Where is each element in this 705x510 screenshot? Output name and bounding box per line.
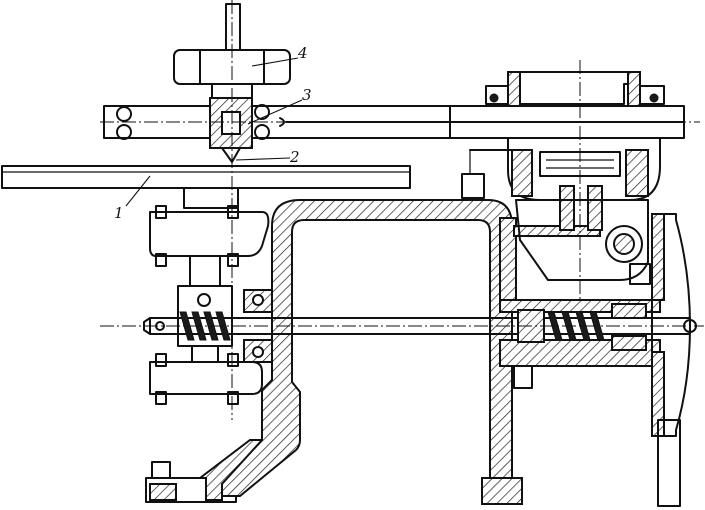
gearbox: [461, 71, 665, 281]
callout-4: 4: [251, 44, 308, 67]
callout-3: 3: [247, 86, 312, 125]
center-lines: [100, 0, 704, 420]
callout-label-4: 4: [297, 44, 308, 62]
tool-holder: [173, 3, 291, 163]
callout-label-2: 2: [289, 148, 300, 166]
callout-label-1: 1: [114, 204, 124, 222]
main-frame: [221, 199, 661, 505]
callout-2: 2: [235, 148, 300, 166]
work-table: [1, 165, 411, 209]
callout-1: 1: [114, 175, 151, 222]
callout-label-3: 3: [302, 86, 312, 104]
